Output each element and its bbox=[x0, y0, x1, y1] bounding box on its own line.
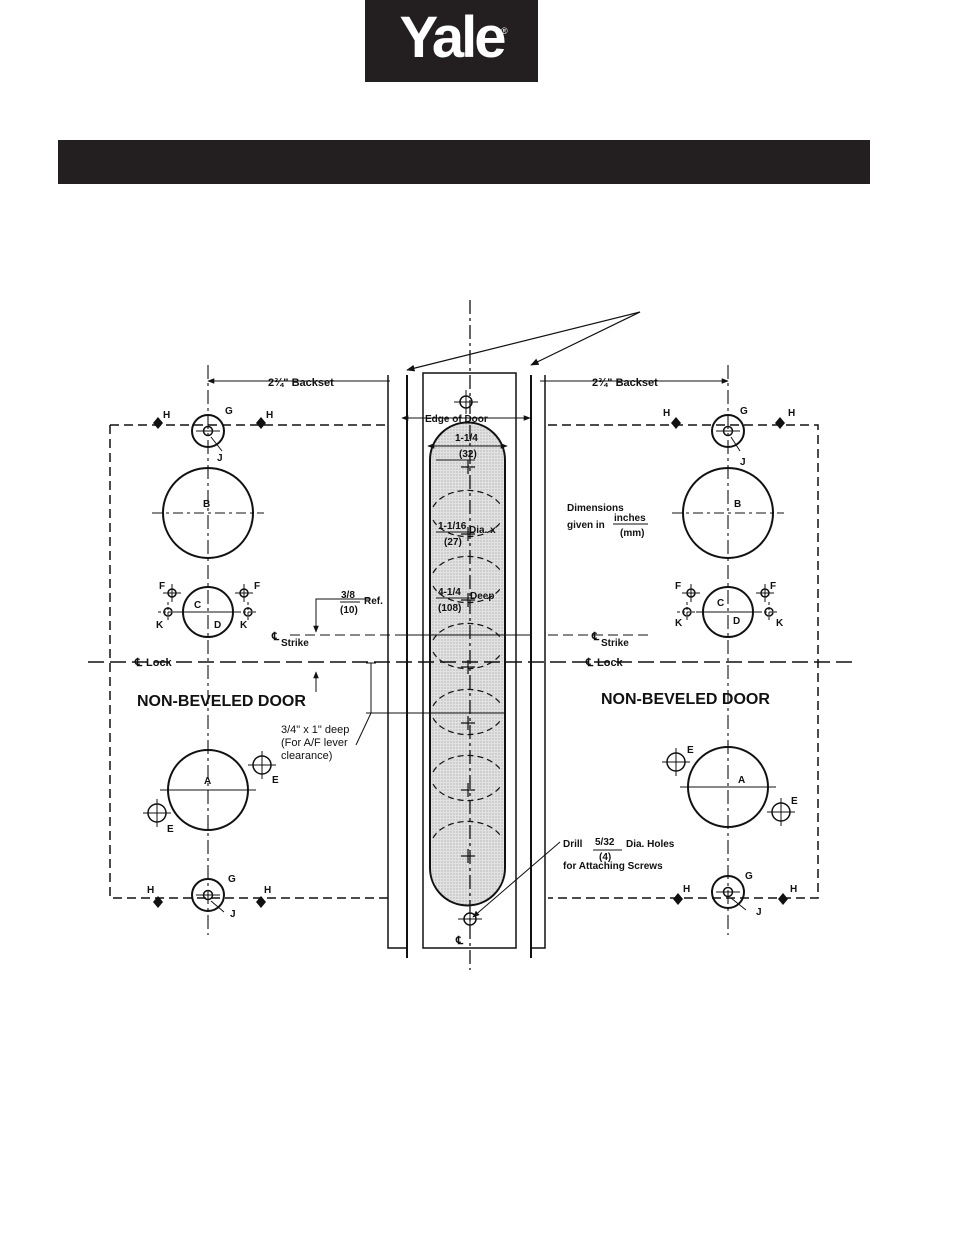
label-H-right-top-2: H bbox=[788, 408, 795, 419]
label-B-left: B bbox=[203, 499, 210, 510]
logo-wordmark: Yale bbox=[399, 5, 506, 70]
drill-note-mm: (4) bbox=[599, 852, 611, 863]
logo-registered-mark: ® bbox=[501, 26, 508, 36]
label-K-left-2: K bbox=[240, 620, 248, 631]
label-E-right-1: E bbox=[687, 745, 694, 756]
dim-width-inch: 1-1/4 bbox=[455, 433, 478, 444]
centerline-symbol-bottom: ℄ bbox=[455, 935, 464, 947]
drill-note-suffix: Dia. Holes bbox=[626, 839, 675, 850]
label-H-left-top-2: H bbox=[266, 410, 273, 421]
label-H-left-top-1: H bbox=[163, 410, 170, 421]
door-type-label-right: NON-BEVELED DOOR bbox=[601, 691, 770, 708]
dim-dia-inch: 1-1/16 bbox=[438, 521, 467, 532]
units-note-given-in: given in bbox=[567, 520, 605, 531]
strike-cl-symbol-right: ℄ bbox=[591, 631, 600, 643]
label-K-left-1: K bbox=[156, 620, 164, 631]
label-E-right-2: E bbox=[791, 796, 798, 807]
label-H-right-top-1: H bbox=[663, 408, 670, 419]
dim-deep-mm: (108) bbox=[438, 603, 461, 614]
label-E-left-1: E bbox=[272, 775, 279, 786]
strike-label-left: Strike bbox=[281, 638, 309, 649]
label-F-left-2: F bbox=[254, 581, 260, 592]
dim-dia-suffix: Dia. x bbox=[469, 525, 496, 536]
label-A-left: A bbox=[204, 776, 211, 787]
backset-label-right: 2¾" Backset bbox=[592, 377, 658, 389]
label-J-right-bottom: J bbox=[756, 907, 762, 918]
label-B-right: B bbox=[734, 499, 741, 510]
ref-suffix: Ref. bbox=[364, 596, 383, 607]
door-type-label-left: NON-BEVELED DOOR bbox=[137, 693, 306, 710]
strike-label-right: Strike bbox=[601, 638, 629, 649]
label-K-right-2: K bbox=[776, 618, 784, 629]
units-note-mm: (mm) bbox=[620, 528, 644, 539]
label-J-left-bottom: J bbox=[230, 909, 236, 920]
edge-of-door-label: Edge of Door bbox=[425, 414, 488, 425]
label-G-right-bottom: G bbox=[745, 871, 753, 882]
label-J-left-top: J bbox=[217, 453, 223, 464]
yale-logo: Yale ® bbox=[365, 0, 538, 82]
label-G-left-top: G bbox=[225, 406, 233, 417]
drill-note-inch: 5/32 bbox=[595, 837, 615, 848]
label-D-left: D bbox=[214, 620, 221, 631]
drill-note-word: Drill bbox=[563, 839, 583, 850]
label-H-right-bottom-1: H bbox=[683, 884, 690, 895]
clearance-note-line3: clearance) bbox=[281, 750, 332, 762]
ref-inch: 3/8 bbox=[341, 590, 355, 601]
units-note-inches: inches bbox=[614, 513, 646, 524]
label-C-right: C bbox=[717, 598, 724, 609]
dim-dia-mm: (27) bbox=[444, 537, 462, 548]
label-H-right-bottom-2: H bbox=[790, 884, 797, 895]
label-G-right-top: G bbox=[740, 406, 748, 417]
strike-cl-symbol-left: ℄ bbox=[271, 631, 280, 643]
label-J-right-top: J bbox=[740, 457, 746, 468]
clearance-note-line2: (For A/F lever bbox=[281, 737, 348, 749]
label-C-left: C bbox=[194, 600, 201, 611]
dim-width-mm: (32) bbox=[459, 449, 477, 460]
title-bar bbox=[58, 140, 870, 184]
lock-label-right: Lock bbox=[597, 657, 624, 669]
label-H-left-bottom-2: H bbox=[264, 885, 271, 896]
ref-mm: (10) bbox=[340, 605, 358, 616]
lock-cl-symbol-right: ℄ bbox=[585, 657, 594, 669]
lock-label-left: Lock bbox=[146, 657, 173, 669]
label-D-right: D bbox=[733, 616, 740, 627]
label-G-left-bottom: G bbox=[228, 874, 236, 885]
lock-cl-symbol-left: ℄ bbox=[134, 657, 143, 669]
label-F-right-2: F bbox=[770, 581, 776, 592]
label-H-left-bottom-1: H bbox=[147, 885, 154, 896]
label-K-right-1: K bbox=[675, 618, 683, 629]
units-note-line1: Dimensions bbox=[567, 503, 624, 514]
clearance-note-line1: 3/4" x 1" deep bbox=[281, 724, 349, 736]
label-E-left-2: E bbox=[167, 824, 174, 835]
backset-label-left: 2¾" Backset bbox=[268, 377, 334, 389]
drill-note-line2: for Attaching Screws bbox=[563, 861, 663, 872]
label-A-right: A bbox=[738, 775, 745, 786]
dim-deep-suffix: Deep bbox=[470, 591, 494, 602]
dim-deep-inch: 4-1/4 bbox=[438, 587, 461, 598]
label-F-left-1: F bbox=[159, 581, 165, 592]
label-F-right-1: F bbox=[675, 581, 681, 592]
